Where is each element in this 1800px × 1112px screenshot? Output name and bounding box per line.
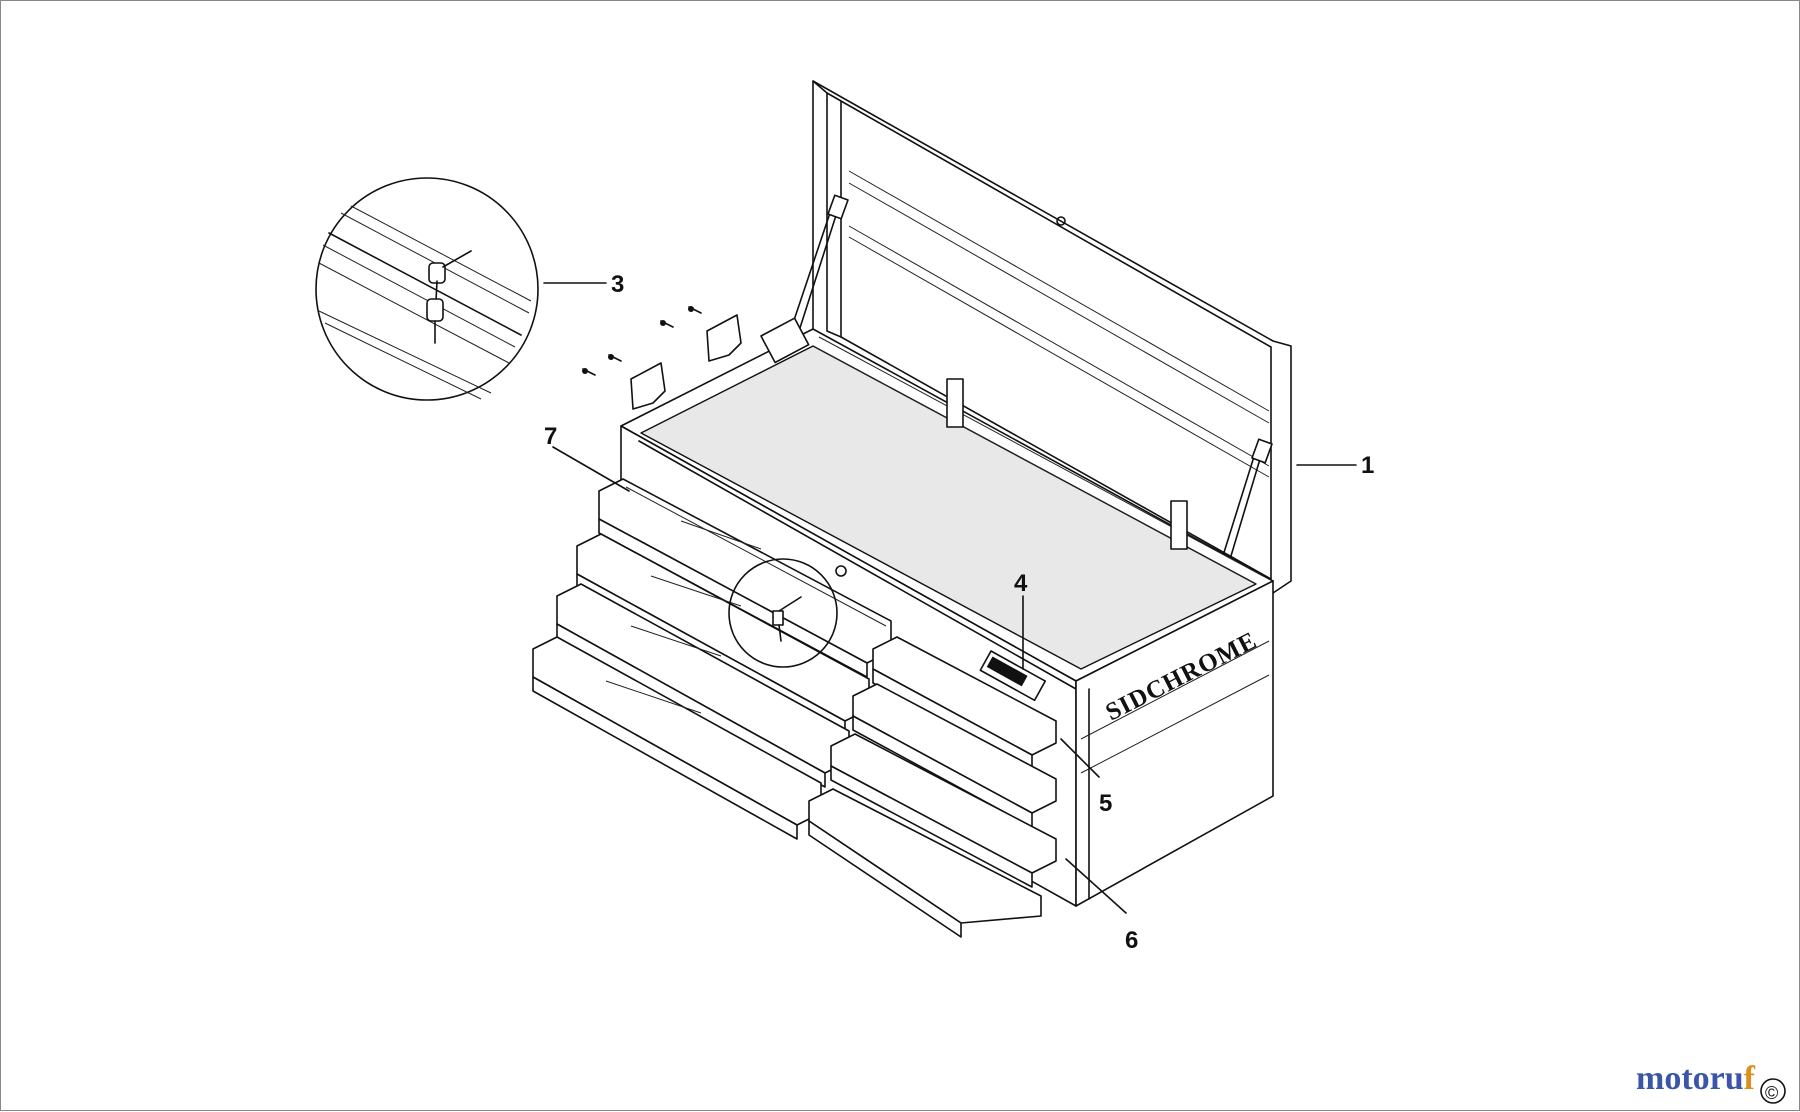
key-icon	[426, 250, 472, 344]
callout-label: 5	[1099, 790, 1112, 817]
copyright-symbol: ©	[1765, 1083, 1778, 1103]
screw	[608, 354, 622, 362]
drawer	[830, 733, 1057, 888]
lock-keyhole	[835, 565, 847, 577]
drawer	[556, 583, 850, 788]
key-icon	[772, 596, 802, 642]
watermark-part1: motoru	[1636, 1060, 1744, 1097]
right-drawers	[808, 636, 1057, 938]
copyright-mark: ©	[1760, 1078, 1786, 1104]
screw	[582, 368, 596, 376]
lock-detail-marker	[728, 558, 838, 668]
callout-3: 3	[543, 271, 624, 298]
callout-7: 7	[544, 423, 630, 492]
callout-label: 6	[1125, 927, 1138, 954]
lid-stay-bracket-2	[1170, 500, 1188, 550]
screw	[688, 306, 702, 314]
drawer	[808, 788, 1042, 938]
callout-label: 1	[1361, 452, 1374, 479]
drawer	[872, 636, 1057, 770]
callout-label: 7	[544, 423, 557, 450]
drawer	[852, 683, 1057, 828]
motoruf-watermark: motoruf	[1636, 1060, 1755, 1098]
lid-stay-bracket-1	[946, 378, 964, 428]
callout-1: 1	[1296, 452, 1374, 479]
callout-4: 4	[1014, 570, 1028, 670]
callout-label: 3	[611, 271, 624, 298]
watermark-part2: f	[1743, 1060, 1755, 1097]
chest-lid	[782, 80, 1292, 597]
left-drawers	[532, 478, 892, 840]
callout-label: 4	[1014, 570, 1028, 597]
screw	[660, 320, 674, 328]
callout-5: 5	[1060, 738, 1112, 817]
callout-6: 6	[1065, 858, 1138, 954]
magnified-lock-detail	[315, 177, 539, 401]
screws	[582, 306, 702, 376]
